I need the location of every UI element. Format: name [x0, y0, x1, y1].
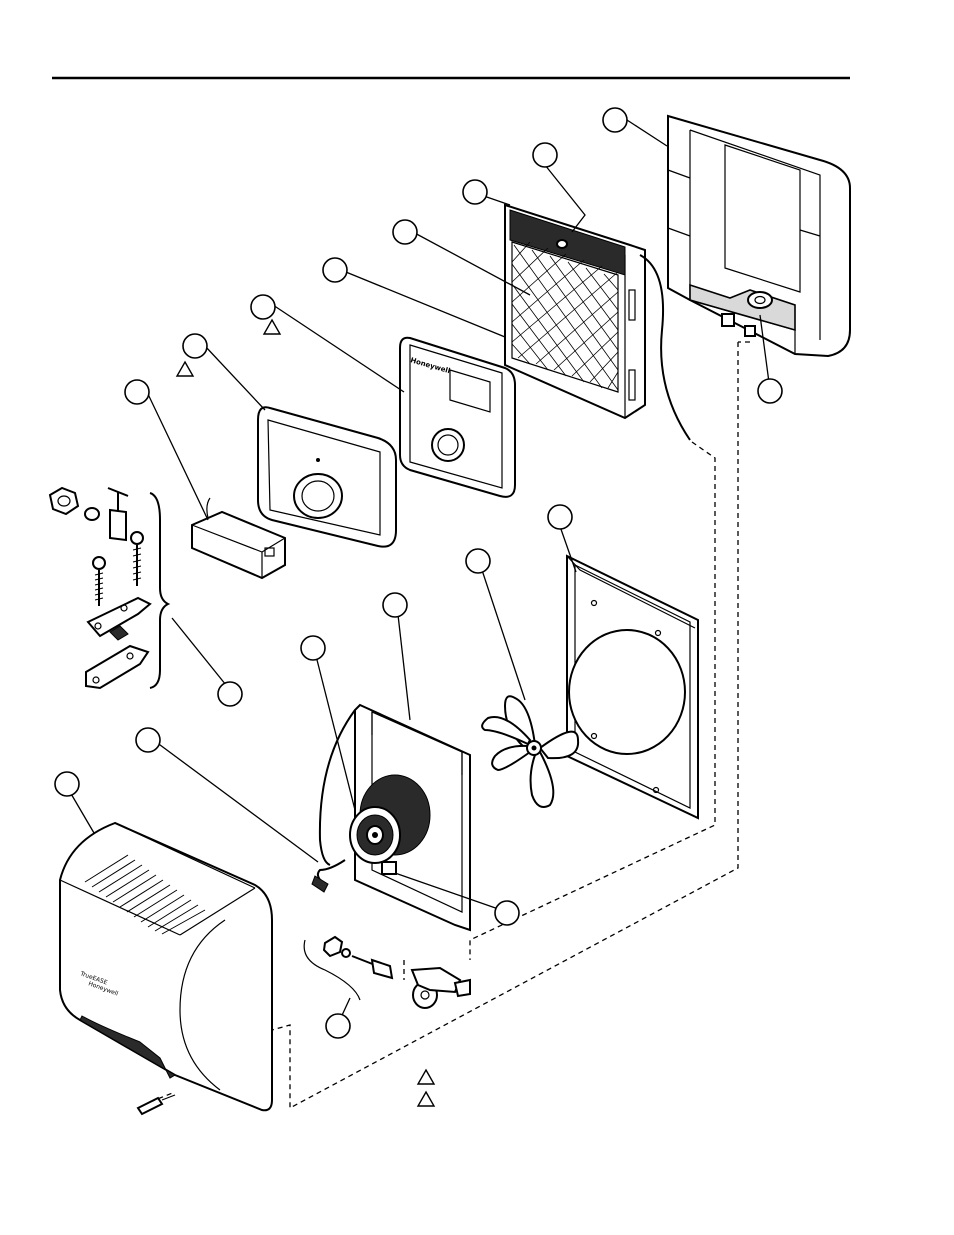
- motor-bracket: [312, 705, 470, 930]
- cover-screw: [138, 1095, 175, 1114]
- mounting-plate: [567, 556, 698, 818]
- callout-8: [125, 380, 149, 404]
- cabinet-cover: TrueEASE Honeywell: [60, 823, 272, 1110]
- callout-14: [383, 593, 407, 617]
- callout-13: [466, 549, 490, 573]
- solenoid-valve-assembly: [304, 937, 470, 1008]
- callout-12: [548, 505, 572, 529]
- callout-6: [251, 295, 275, 319]
- note-triangle-1: [264, 320, 280, 334]
- humidistat-control: Honeywell: [400, 338, 515, 497]
- manual-humidistat: [258, 407, 396, 546]
- callout-3: [463, 180, 487, 204]
- callout-15: [301, 636, 325, 660]
- callout-16: [495, 901, 519, 925]
- back-housing: [668, 116, 850, 356]
- note-triangle-4: [418, 1092, 434, 1106]
- callout-4: [393, 220, 417, 244]
- hardware-kit: [50, 488, 168, 688]
- callout-11: [55, 772, 79, 796]
- callout-9: [218, 682, 242, 706]
- callout-2: [533, 143, 557, 167]
- callout-5: [323, 258, 347, 282]
- callout-1: [603, 108, 627, 132]
- callout-10: [136, 728, 160, 752]
- water-panel: [505, 205, 690, 440]
- note-triangle-2: [177, 362, 193, 376]
- fan-blade: [482, 696, 578, 807]
- note-triangle-3: [418, 1070, 434, 1084]
- callout-17: [326, 1014, 350, 1038]
- callout-7: [183, 334, 207, 358]
- callout-18: [758, 379, 782, 403]
